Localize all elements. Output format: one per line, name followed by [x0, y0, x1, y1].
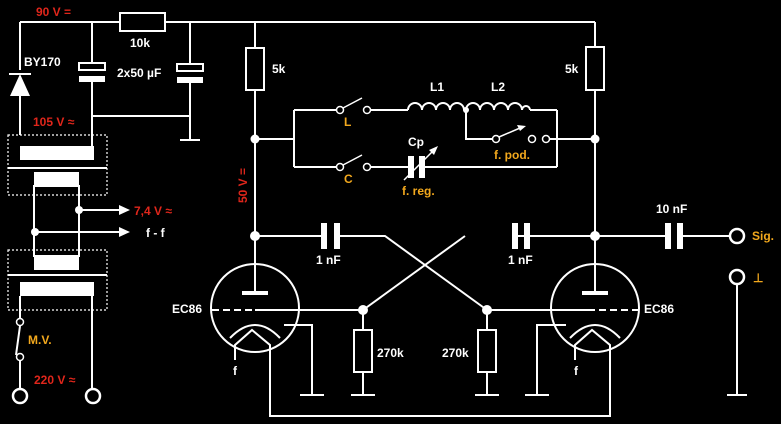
label-50v: 50 V =	[236, 168, 250, 203]
resistor-5k-right	[585, 46, 605, 91]
label-sig: Sig.	[752, 229, 774, 243]
label-90v: 90 V =	[36, 5, 71, 19]
label-f-f: f - f	[146, 226, 166, 240]
mains-terminal-left	[11, 387, 29, 405]
mains-terminal-right	[84, 387, 102, 405]
label-2x50uf: 2x50 µF	[117, 66, 161, 80]
label-ec86-right: EC86	[644, 302, 674, 316]
label-f-right: f	[574, 364, 579, 378]
power-supply	[9, 12, 605, 236]
resistor-270k-left	[353, 329, 373, 373]
label-switch-C: C	[344, 172, 353, 186]
tube-left-ec86	[210, 236, 611, 417]
label-105v: 105 V ≈	[33, 115, 75, 129]
label-10k: 10k	[130, 36, 150, 50]
label-f-pod: f. pod.	[494, 148, 530, 162]
label-ec86-left: EC86	[172, 302, 202, 316]
label-f-left: f	[233, 364, 238, 378]
tube-right-ec86	[525, 236, 640, 396]
variable-capacitor-cp	[403, 146, 438, 181]
capacitor-1nf-left	[321, 223, 327, 249]
switch-f-pod	[465, 110, 557, 144]
grid-resistors	[255, 305, 595, 396]
label-1nf-right: 1 nF	[508, 253, 533, 267]
label-5k-left: 5k	[272, 62, 286, 76]
switch-L	[335, 97, 372, 115]
label-ground-symbol: ⊥	[753, 271, 763, 285]
labels: 90 V = 10k BY170 2x50 µF 105 V ≈ 7,4 V ≈…	[24, 5, 774, 387]
transformers	[7, 116, 130, 405]
resistor-10k	[119, 12, 166, 32]
label-mv: M.V.	[28, 333, 52, 347]
label-cp: Cp	[408, 135, 424, 149]
mains-switch	[15, 317, 25, 390]
lc-network	[250, 97, 600, 181]
signal-terminal	[728, 227, 746, 245]
capacitor-10nf	[665, 223, 671, 249]
switch-C	[335, 154, 372, 172]
capacitor-1nf-right	[512, 223, 518, 249]
label-10nf: 10 nF	[656, 202, 687, 216]
label-1nf-left: 1 nF	[316, 253, 341, 267]
resistor-5k-left	[245, 47, 265, 91]
label-220v: 220 V ≈	[34, 373, 76, 387]
inductor-L1	[407, 102, 465, 111]
label-5k-right: 5k	[565, 62, 579, 76]
label-f-reg: f. reg.	[402, 184, 435, 198]
resistor-270k-right	[477, 329, 497, 373]
label-270k-right: 270k	[442, 346, 469, 360]
label-270k-left: 270k	[377, 346, 404, 360]
label-L2: L2	[491, 80, 505, 94]
coupling-network	[250, 223, 747, 396]
label-switch-L: L	[344, 115, 351, 129]
inductor-L2	[465, 102, 531, 111]
label-7-4v: 7,4 V ≈	[134, 204, 172, 218]
label-by170: BY170	[24, 55, 61, 69]
ground-terminal	[728, 268, 746, 286]
filter-capacitors	[78, 22, 204, 141]
label-L1: L1	[430, 80, 444, 94]
diode-by170	[9, 73, 31, 135]
